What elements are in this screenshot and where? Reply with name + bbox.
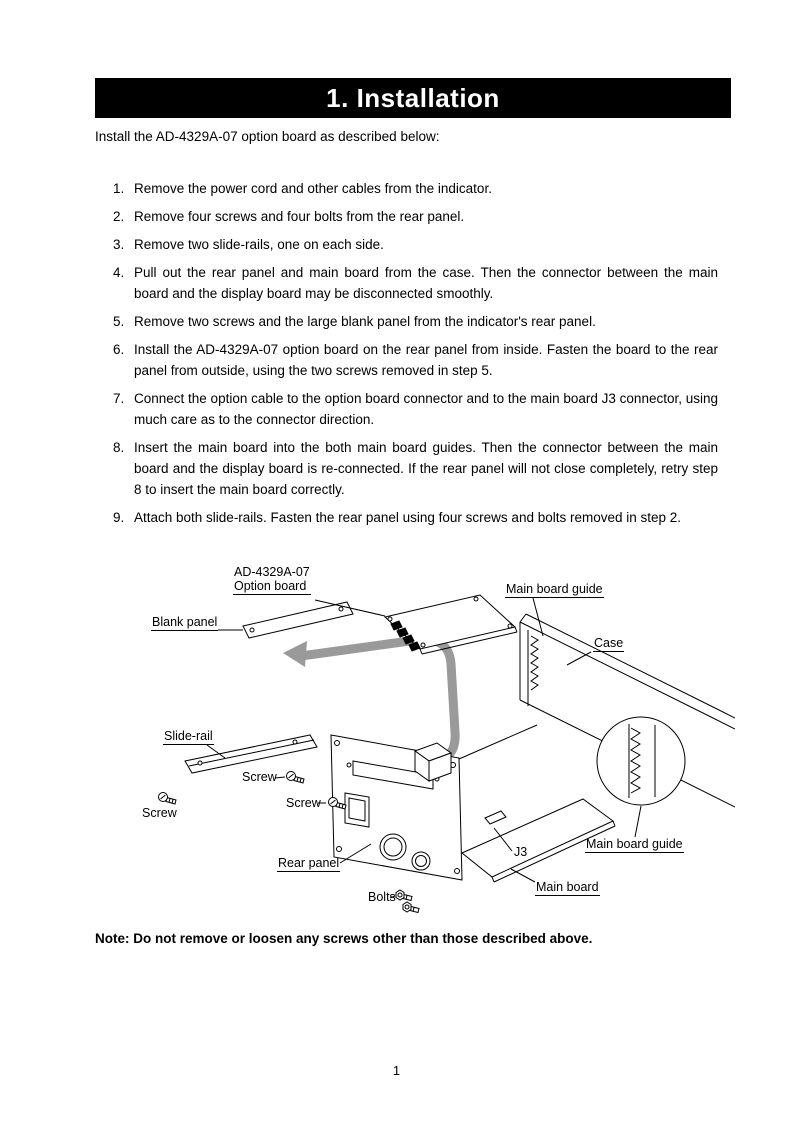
intro-text: Install the AD-4329A-07 option board as … bbox=[95, 129, 440, 144]
step-text: Pull out the rear panel and main board f… bbox=[134, 265, 718, 301]
step-item: 7. Connect the option cable to the option… bbox=[113, 388, 718, 430]
step-item: 3. Remove two slide-rails, one on each si… bbox=[113, 234, 718, 255]
step-number: 9. bbox=[113, 510, 125, 525]
step-number: 1. bbox=[113, 181, 125, 196]
leader-lines bbox=[206, 597, 642, 899]
step-number: 2. bbox=[113, 209, 125, 224]
j3-connector bbox=[484, 810, 507, 825]
screw-icon bbox=[286, 771, 305, 784]
bolt-icon bbox=[402, 901, 420, 913]
installation-diagram: AD-4329A-07 Option board Main board guid… bbox=[85, 560, 735, 920]
step-item: 8. Insert the main board into the both ma… bbox=[113, 437, 718, 500]
step-item: 4. Pull out the rear panel and main board… bbox=[113, 262, 718, 304]
step-text: Remove two slide-rails, one on each side… bbox=[134, 237, 384, 252]
screw-icon bbox=[158, 792, 177, 805]
label-rear-panel: Rear panel bbox=[277, 856, 341, 872]
step-item: 6. Install the AD-4329A-07 option board o… bbox=[113, 339, 718, 381]
step-text: Install the AD-4329A-07 option board on … bbox=[134, 342, 718, 378]
step-text: Remove the power cord and other cables f… bbox=[134, 181, 492, 196]
step-text: Attach both slide-rails. Fasten the rear… bbox=[134, 510, 682, 525]
step-number: 6. bbox=[113, 342, 125, 357]
step-text: Remove four screws and four bolts from t… bbox=[134, 209, 465, 224]
case-drawing bbox=[458, 613, 735, 808]
section-header-bar: 1. Installation bbox=[95, 78, 731, 118]
label-case: Case bbox=[593, 636, 625, 652]
step-item: 1. Remove the power cord and other cables… bbox=[113, 178, 718, 199]
label-main-board-guide-top: Main board guide bbox=[505, 582, 604, 598]
blank-panel-drawing bbox=[242, 601, 354, 639]
option-board-drawing bbox=[383, 594, 518, 655]
label-bolts: Bolts bbox=[368, 890, 396, 904]
label-j3: J3 bbox=[514, 845, 528, 859]
step-item: 9. Attach both slide-rails. Fasten the re… bbox=[113, 507, 718, 528]
step-number: 4. bbox=[113, 265, 125, 280]
transformer-drawing bbox=[413, 742, 453, 782]
bolt-icon bbox=[395, 889, 413, 901]
step-text: Insert the main board into the both main… bbox=[134, 440, 718, 497]
label-option-board-line2: Option board bbox=[234, 579, 307, 593]
step-number: 5. bbox=[113, 314, 125, 329]
page-number: 1 bbox=[392, 1063, 401, 1078]
label-option-board: AD-4329A-07 Option board bbox=[233, 565, 311, 595]
label-main-board: Main board bbox=[535, 880, 600, 896]
step-number: 3. bbox=[113, 237, 125, 252]
step-text: Connect the option cable to the option b… bbox=[134, 391, 718, 427]
label-slide-rail: Slide-rail bbox=[163, 729, 214, 745]
step-text: Remove two screws and the large blank pa… bbox=[134, 314, 596, 329]
step-number: 8. bbox=[113, 440, 125, 455]
label-screw-1: Screw bbox=[242, 770, 277, 784]
diagram-svg bbox=[158, 594, 735, 913]
main-board-guide-magnifier bbox=[596, 716, 686, 806]
label-option-board-line1: AD-4329A-07 bbox=[234, 565, 310, 579]
label-main-board-guide-bottom: Main board guide bbox=[585, 837, 684, 853]
step-item: 2. Remove four screws and four bolts from… bbox=[113, 206, 718, 227]
steps-list: 1. Remove the power cord and other cables… bbox=[113, 178, 718, 535]
label-blank-panel: Blank panel bbox=[151, 615, 219, 631]
step-item: 5. Remove two screws and the large blank … bbox=[113, 311, 718, 332]
note-text: Note: Do not remove or loosen any screws… bbox=[95, 931, 593, 946]
label-screw-3: Screw bbox=[142, 806, 177, 820]
slide-rail-drawing bbox=[184, 734, 318, 774]
main-board-drawing bbox=[461, 798, 616, 883]
page-title: 1. Installation bbox=[326, 82, 500, 113]
label-screw-2: Screw bbox=[286, 796, 321, 810]
step-number: 7. bbox=[113, 391, 125, 406]
